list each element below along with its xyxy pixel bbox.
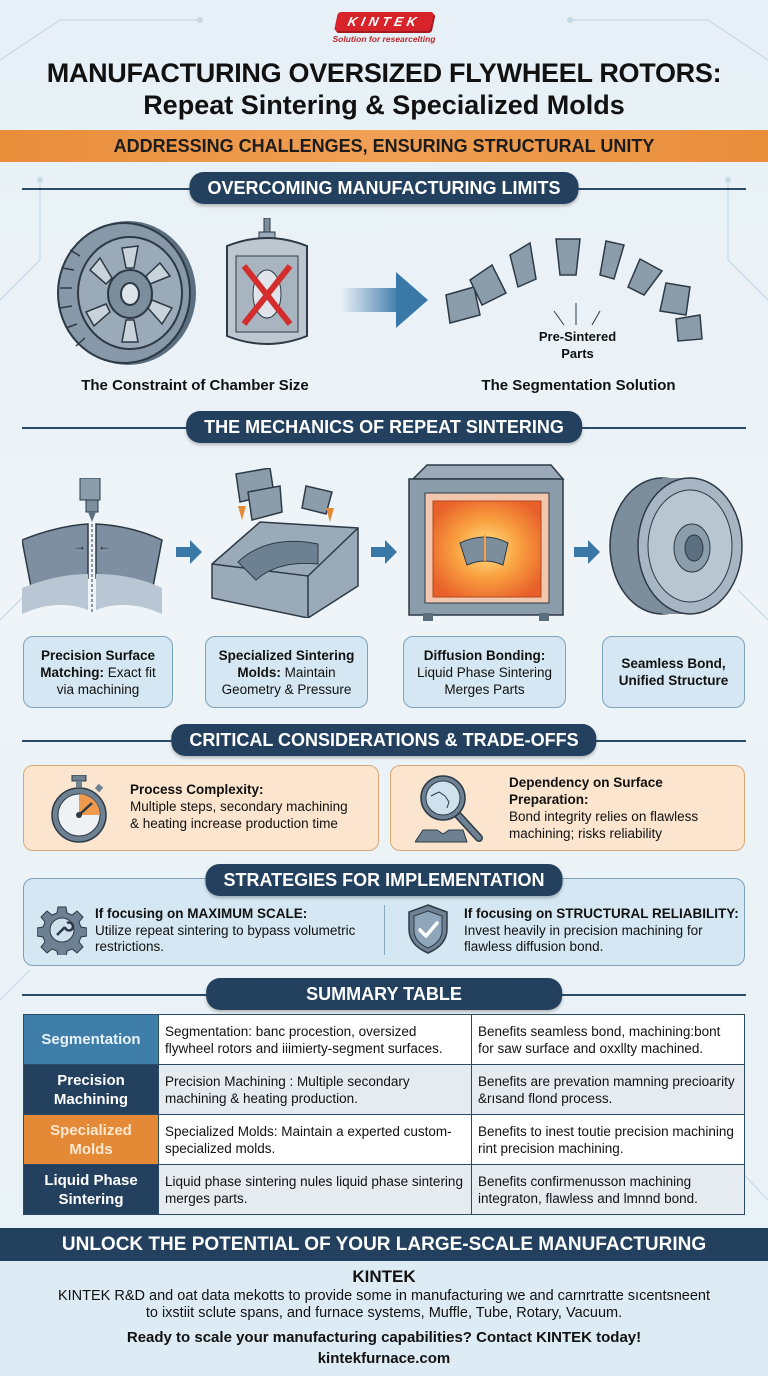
page-title: MANUFACTURING OVERSIZED FLYWHEEL ROTORS: (46, 58, 722, 88)
logo-tagline: Solution for researcelting (332, 34, 436, 44)
table-row: Precision Machining Precision Machining … (23, 1064, 745, 1115)
row-header: Specialized Molds (23, 1114, 159, 1165)
section-header-mechanics: THE MECHANICS OF REPEAT SINTERING (0, 411, 768, 443)
page-subtitle: Repeat Sintering & Specialized Molds (143, 90, 625, 120)
pre-sintered-label: Pre-Sintered Parts (538, 329, 617, 361)
table-cell-benefit: Benefits are prevation mamning precioari… (471, 1064, 745, 1115)
section-title: THE MECHANICS OF REPEAT SINTERING (186, 411, 582, 443)
tagline-banner: ADDRESSING CHALLENGES, ENSURING STRUCTUR… (0, 130, 768, 162)
section-header-limits: OVERCOMING MANUFACTURING LIMITS (0, 172, 768, 204)
stopwatch-icon (51, 775, 107, 843)
section-header-strategies: STRATEGIES FOR IMPLEMENTATION (0, 864, 768, 896)
website-link[interactable]: kintekfurnace.com (317, 1350, 451, 1367)
footer-panel (0, 1261, 768, 1376)
machining-tool-icon: →← (22, 478, 163, 614)
row-header: Liquid Phase Sintering (23, 1164, 159, 1215)
step-arrow-icon (574, 540, 600, 564)
row-header: Segmentation (23, 1014, 159, 1065)
segmentation-caption: The Segmentation Solution (481, 377, 676, 394)
section-header-summary: SUMMARY TABLE (0, 978, 768, 1010)
step-card-sintering-molds: Specialized Sintering Molds: Maintain Ge… (205, 636, 368, 708)
step-card-precision-matching: Precision Surface Matching: Exact fit vi… (23, 636, 173, 708)
summary-table: Segmentation Segmentation: banc procesti… (23, 1014, 745, 1215)
section-title: OVERCOMING MANUFACTURING LIMITS (189, 172, 579, 204)
row-header: Precision Machining (23, 1064, 159, 1115)
table-row: Segmentation Segmentation: banc procesti… (23, 1014, 745, 1065)
table-cell-description: Specialized Molds: Maintain a experted c… (158, 1114, 472, 1165)
step-card-seamless-bond: Seamless Bond, Unified Structure (602, 636, 745, 708)
shield-check-icon (408, 904, 448, 954)
table-cell-benefit: Benefits to inest toutie precision machi… (471, 1114, 745, 1165)
strategy-divider (384, 905, 385, 955)
arrow-right-icon (340, 272, 428, 328)
magnifier-crack-icon (415, 775, 483, 843)
brand-logo: KINTEK Solution for researcelting (0, 12, 768, 44)
consideration-surface-text: Dependency on Surface Preparation: Bond … (509, 775, 699, 841)
footer-brand: KINTEK (352, 1267, 416, 1286)
section-title: SUMMARY TABLE (206, 978, 562, 1010)
cta-banner: UNLOCK THE POTENTIAL OF YOUR LARGE-SCALE… (0, 1228, 768, 1261)
step-card-diffusion-bonding: Diffusion Bonding: Liquid Phase Sinterin… (403, 636, 566, 708)
rotor-icon (609, 477, 743, 615)
furnace-icon (408, 464, 565, 621)
strategy-scale-text: If focusing on MAXIMUM SCALE: Utilize re… (95, 906, 356, 954)
table-cell-benefit: Benefits confirmenusson machining integr… (471, 1164, 745, 1215)
footer-description: KINTEK R&D and oat data mekotts to provi… (57, 1288, 711, 1321)
section-title: CRITICAL CONSIDERATIONS & TRADE-OFFS (171, 724, 597, 756)
section-title: STRATEGIES FOR IMPLEMENTATION (205, 864, 563, 896)
table-cell-description: Liquid phase sintering nules liquid phas… (158, 1164, 472, 1215)
step-arrow-icon (176, 540, 202, 564)
step-arrow-icon (371, 540, 397, 564)
chamber-crossed-icon (226, 218, 308, 345)
table-cell-benefit: Benefits seamless bond, machining:bont f… (471, 1014, 745, 1065)
svg-text:→: → (74, 539, 86, 553)
logo-wordmark: KINTEK (333, 12, 435, 31)
footer-cta-text: Ready to scale your manufacturing capabi… (126, 1329, 642, 1346)
table-cell-description: Precision Machining : Multiple secondary… (158, 1064, 472, 1115)
consideration-complexity-text: Process Complexity: Multiple steps, seco… (130, 782, 348, 831)
segments-arc-icon (445, 238, 703, 342)
table-cell-description: Segmentation: banc procestion, oversized… (158, 1014, 472, 1065)
section-header-considerations: CRITICAL CONSIDERATIONS & TRADE-OFFS (0, 724, 768, 756)
constraint-caption: The Constraint of Chamber Size (81, 377, 309, 394)
table-row: Specialized Molds Specialized Molds: Mai… (23, 1114, 745, 1165)
svg-text:←: ← (98, 539, 110, 553)
table-row: Liquid Phase Sintering Liquid phase sint… (23, 1164, 745, 1215)
mold-icon (211, 468, 359, 618)
strategy-reliability-text: If focusing on STRUCTURAL RELIABILITY: I… (464, 906, 739, 954)
gear-wrench-icon (37, 906, 87, 955)
flywheel-gear-icon (57, 221, 196, 365)
